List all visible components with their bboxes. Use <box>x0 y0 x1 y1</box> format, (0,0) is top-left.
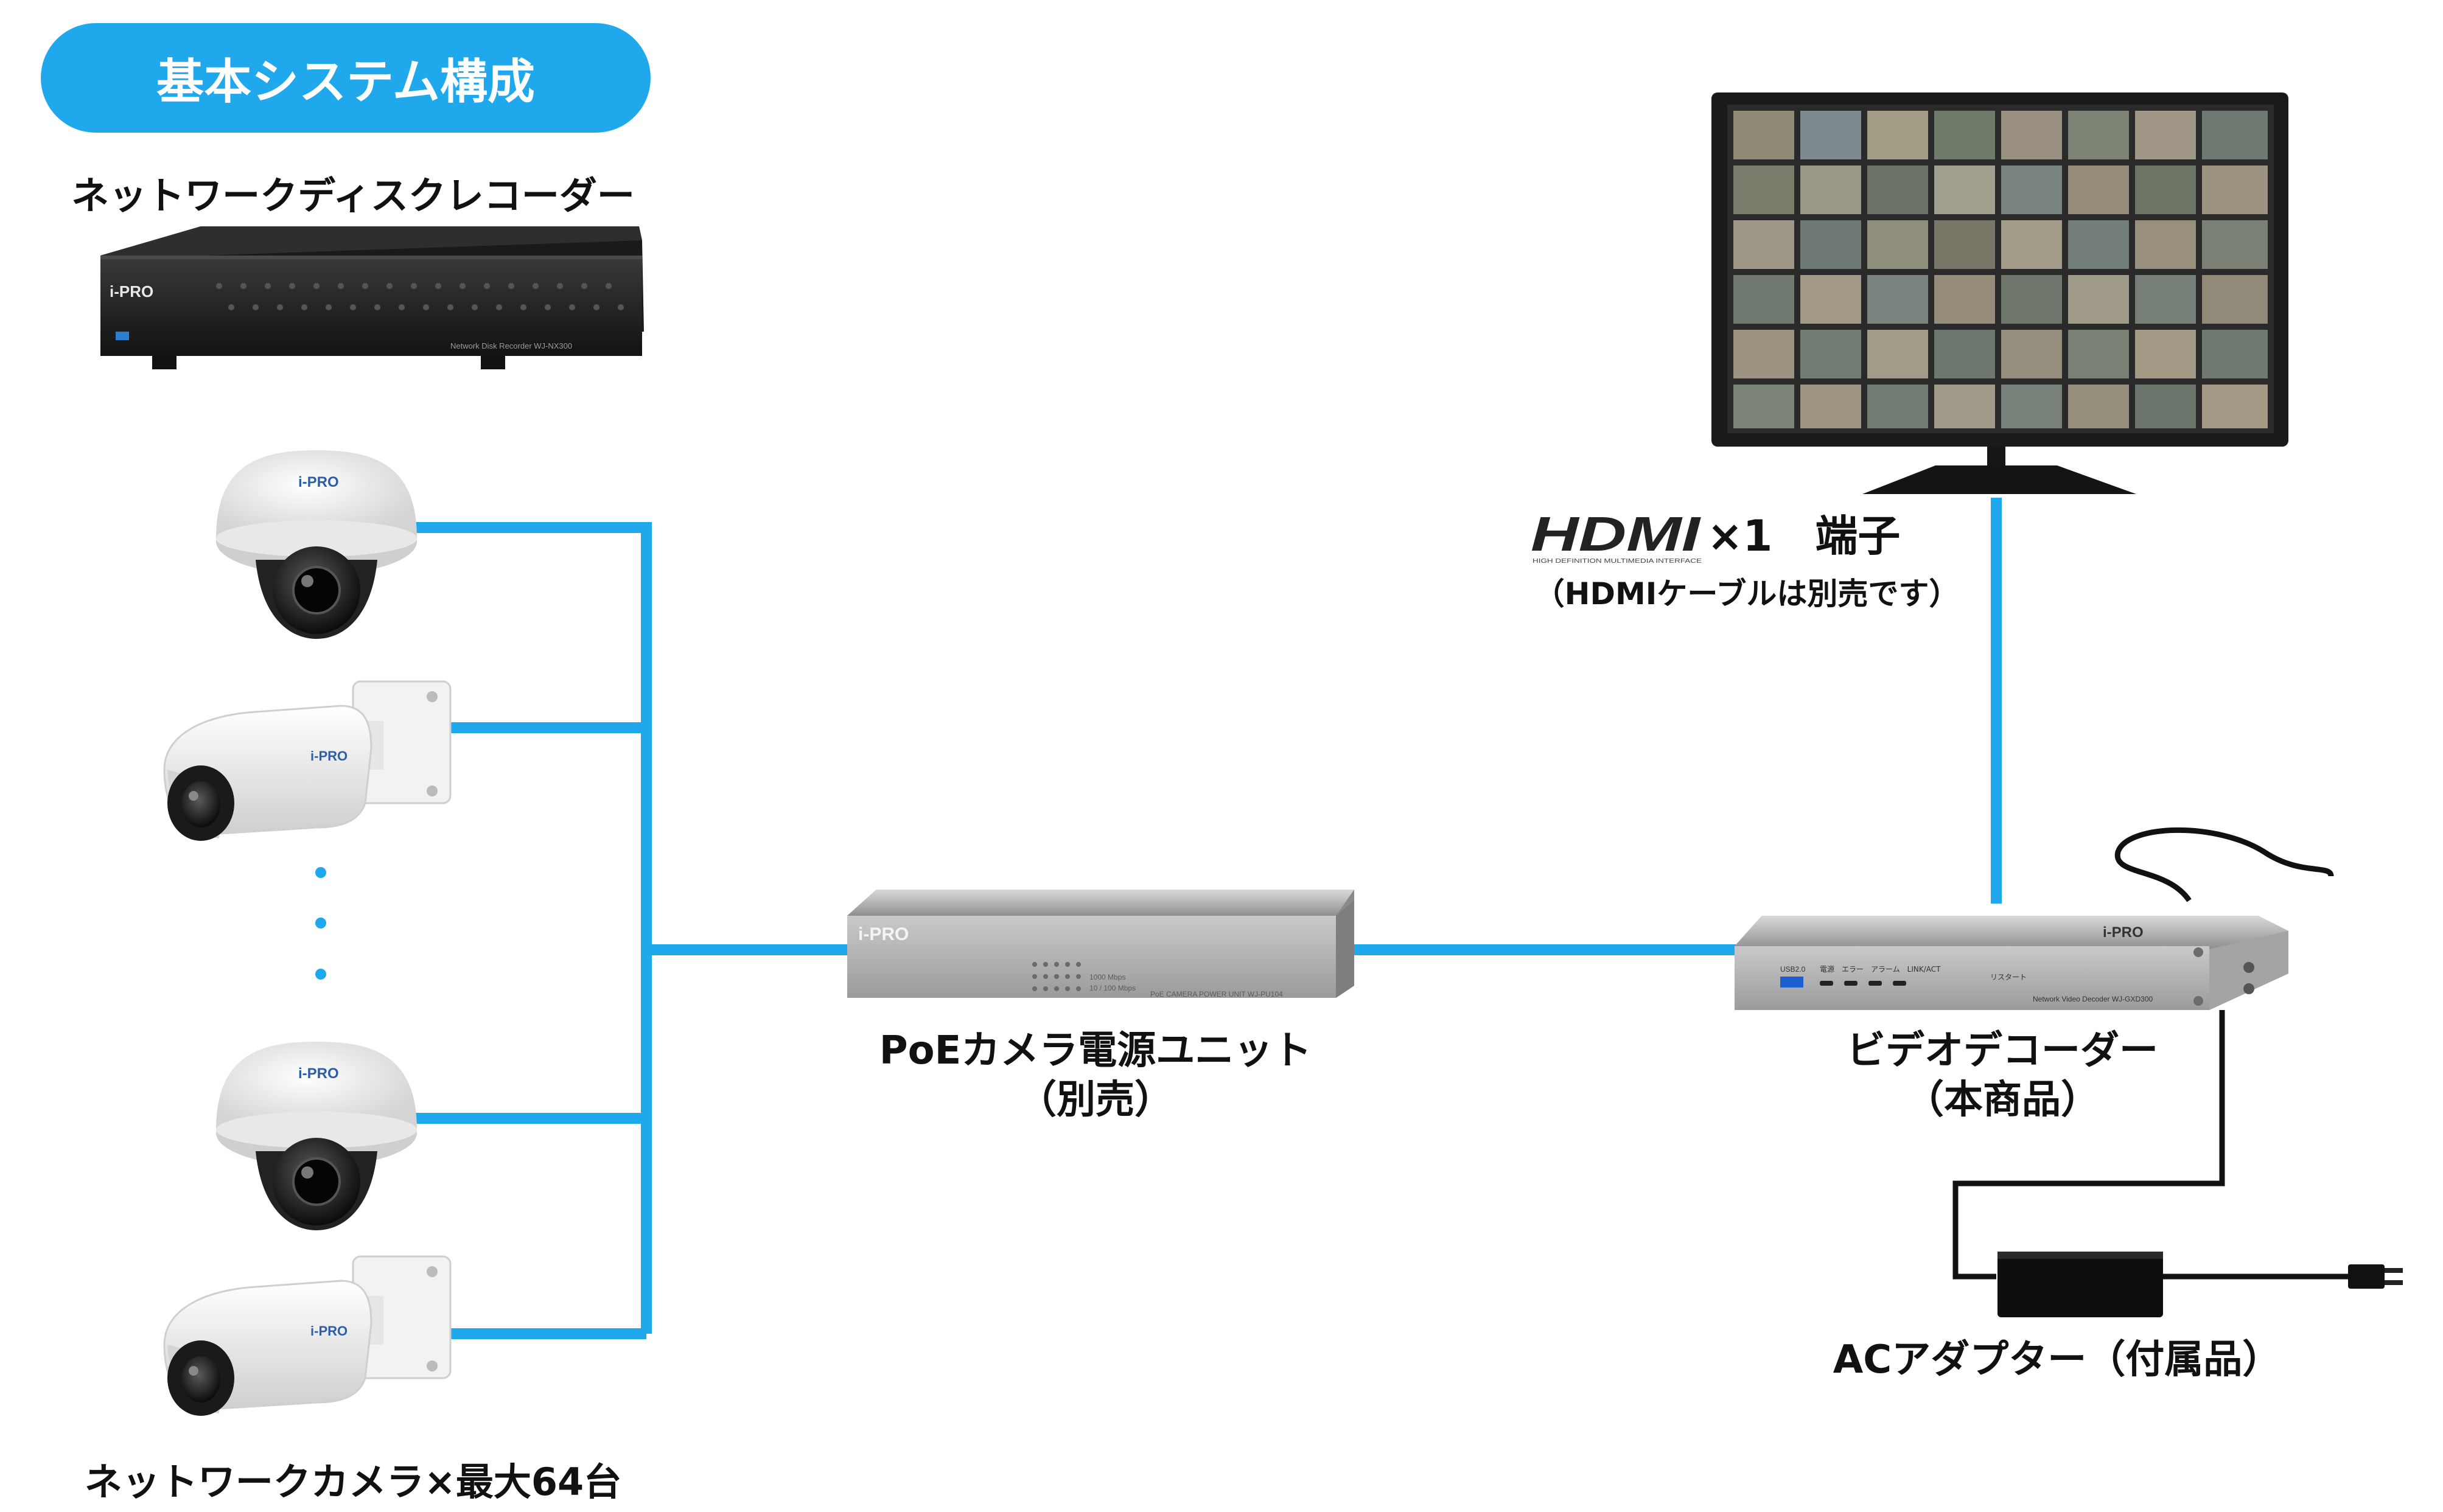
hdmi-note-label: （HDMIケーブルは別売です） <box>1534 576 1960 611</box>
poe-model-text: PoE CAMERA POWER UNIT WJ-PU104 <box>1150 990 1283 998</box>
poe-speed-1: 1000 Mbps <box>1089 973 1125 981</box>
monitor-video-grid <box>1733 111 2268 428</box>
nvr-label: ネットワークディスクレコーダー <box>71 173 635 218</box>
poe-power-unit: i-PRO 1000 Mbps 10 / 100 Mbps PoE CAMERA… <box>847 890 1354 998</box>
bullet-camera-1-brand: i-PRO <box>310 748 348 764</box>
cameras-label: ネットワークカメラ×最大64台 <box>84 1460 622 1504</box>
power-cable <box>1952 827 2349 1280</box>
nvr-device: i-PRO Network Disk Recorder WJ-NX300 <box>100 226 644 369</box>
ac-adapter-label: ACアダプター（付属品） <box>1833 1337 2282 1382</box>
poe-label-line2: （別売） <box>1018 1078 1173 1123</box>
decoder-status: 電源 エラー アラーム LINK/ACT <box>1820 965 1941 974</box>
diagram-title: 基本システム構成 <box>41 23 651 133</box>
hdmi-logo-subtext: HIGH DEFINITION MULTIMEDIA INTERFACE <box>1533 558 1702 565</box>
cable-camera-1 <box>408 522 652 1334</box>
dome-camera-1: i-PRO <box>216 450 417 639</box>
bullet-camera-2-brand: i-PRO <box>310 1323 348 1339</box>
network-cables <box>408 498 2002 1339</box>
decoder-label-line2: （本商品） <box>1905 1078 2100 1123</box>
video-decoder: i-PRO USB2.0 電源 エラー アラーム LINK/ACT リスタート … <box>1735 916 2288 1010</box>
decoder-label-line1: ビデオデコーダー <box>1847 1028 2158 1073</box>
ac-adapter <box>1997 1252 2403 1317</box>
poe-label-line1: PoEカメラ電源ユニット <box>879 1028 1312 1073</box>
dome-camera-2-brand: i-PRO <box>298 1065 339 1082</box>
hdmi-logo: HDMI HIGH DEFINITION MULTIMEDIA INTERFAC… <box>1531 507 1702 565</box>
nvr-model-text: Network Disk Recorder WJ-NX300 <box>450 341 572 350</box>
hdmi-terminal-label: ×1 端子 <box>1707 511 1901 561</box>
decoder-usb: USB2.0 <box>1780 965 1806 974</box>
decoder-reset: リスタート <box>1990 973 2027 981</box>
poe-speed-2: 10 / 100 Mbps <box>1089 984 1136 992</box>
bullet-camera-2: i-PRO <box>163 1255 452 1416</box>
decoder-model-text: Network Video Decoder WJ-GXD300 <box>2033 995 2153 1003</box>
dome-camera-2: i-PRO <box>216 1042 417 1230</box>
bullet-camera-1: i-PRO <box>163 680 452 841</box>
nvr-brand: i-PRO <box>110 282 153 301</box>
hdmi-logo-text: HDMI <box>1531 507 1701 561</box>
dome-camera-1-brand: i-PRO <box>298 474 339 490</box>
ellipsis-dots <box>315 867 326 980</box>
decoder-brand: i-PRO <box>2103 924 2144 941</box>
poe-brand: i-PRO <box>858 924 909 944</box>
monitor <box>1711 92 2288 494</box>
